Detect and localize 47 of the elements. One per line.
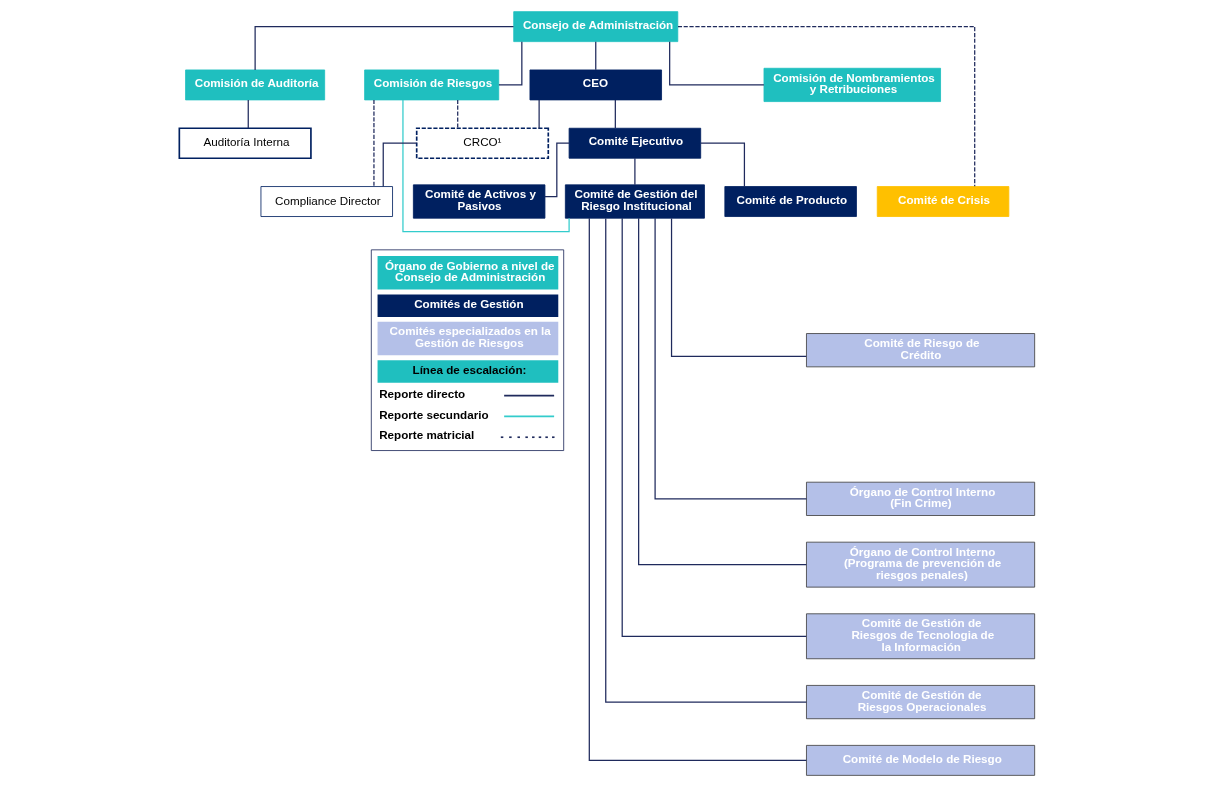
node-box: Auditoría Interna	[178, 127, 312, 160]
connector	[498, 41, 523, 86]
legend-label: Comités de Gestión	[414, 296, 524, 310]
connector	[595, 41, 597, 71]
connector	[605, 217, 808, 703]
node-box: Compliance Director	[260, 186, 393, 217]
node-box: Comité de Gestión del Riesgo Institucional	[564, 184, 705, 219]
node-box: Comité de Crisis	[876, 186, 1010, 217]
connector	[614, 99, 616, 129]
connector	[654, 217, 808, 500]
connector	[638, 217, 807, 566]
connector	[538, 99, 540, 129]
connector	[247, 99, 249, 129]
connector	[700, 142, 746, 188]
node-box: CRCO¹	[415, 127, 550, 160]
node-box: Comité de Producto	[724, 186, 857, 217]
node-box: Órgano de Control Interno (Programa de prevención de riesgos penales)	[806, 541, 1036, 588]
connector	[402, 99, 570, 233]
node-box: Consejo de Administración	[513, 11, 679, 43]
connector	[670, 217, 807, 358]
legend-label: Órgano de Gobierno a nivel de Consejo de Administración	[385, 258, 555, 284]
connector	[588, 217, 807, 761]
connector	[382, 142, 418, 188]
node-box: Órgano de Control Interno (Fin Crime)	[806, 481, 1036, 516]
connector	[621, 217, 807, 637]
connector	[254, 26, 515, 71]
node-box: Comisión de Riesgos	[364, 69, 500, 101]
node-box: Comité de Gestión de Riesgos Operacionales	[806, 685, 1036, 720]
legend-label: Reporte secundario	[379, 407, 489, 421]
connector	[634, 157, 636, 186]
node-box: Comité Ejecutivo	[568, 127, 702, 159]
legend-label: Reporte matricial	[379, 428, 475, 442]
legend-label: Comités especializados en la Gestión de Riesgos	[389, 324, 551, 350]
connector	[677, 26, 976, 187]
connector	[544, 142, 570, 198]
legend-label: Reporte directo	[379, 386, 466, 400]
node-box: Comité de Riesgo de Crédito	[806, 333, 1036, 368]
node-box: Comisión de Nombramientos y Retribuciones	[763, 67, 941, 102]
node-box: Comité de Activos y Pasivos	[412, 184, 546, 219]
connector	[373, 99, 375, 187]
node-box: Comité de Modelo de Riesgo	[806, 744, 1036, 776]
legend-label: Línea de escalación:	[412, 362, 527, 376]
connector	[457, 99, 459, 129]
node-box: Comisión de Auditoría	[185, 69, 326, 101]
node-box: CEO	[529, 69, 662, 101]
connector	[669, 41, 765, 86]
node-box: Comité de Gestión de Riesgos de Tecnologia de la Información	[806, 613, 1036, 660]
